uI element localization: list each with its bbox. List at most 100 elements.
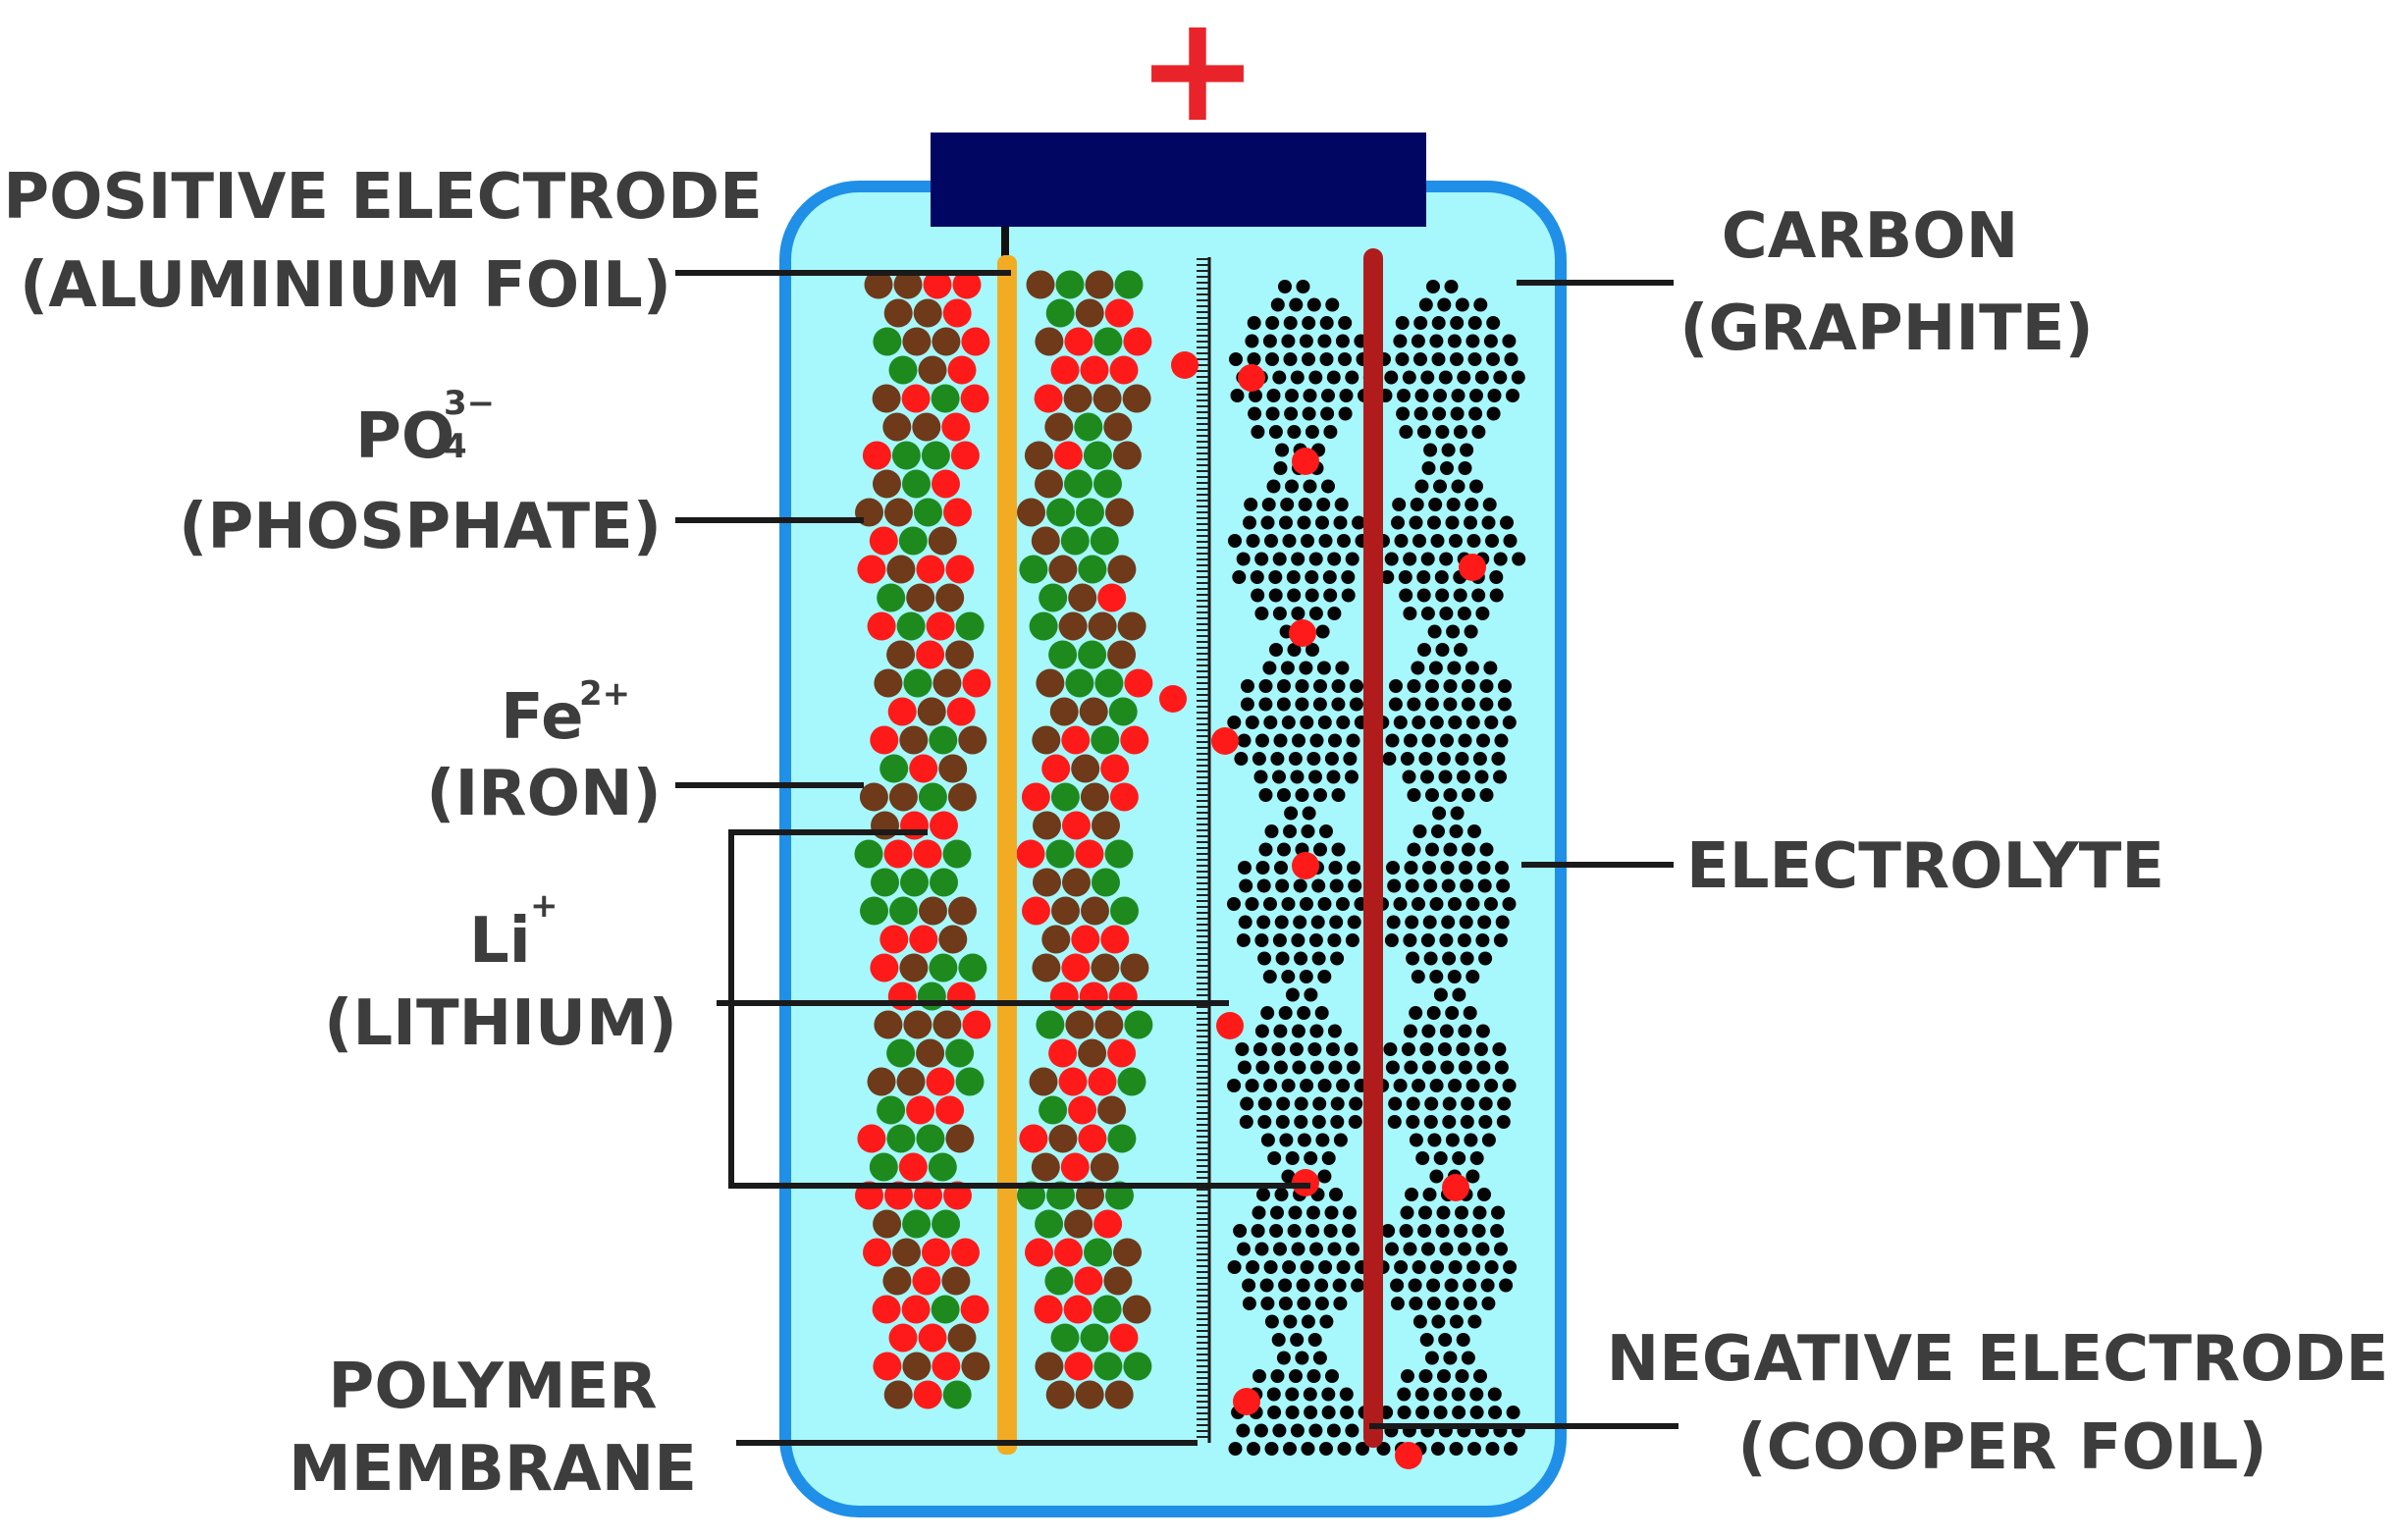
graphite-particle (1427, 1133, 1442, 1147)
graphite-particle (1285, 1387, 1300, 1402)
phosphate-particle (902, 469, 931, 499)
lithium-particle (1061, 725, 1091, 755)
graphite-particle (1297, 1006, 1311, 1020)
graphite-particle (1335, 661, 1350, 675)
lithium-particle (1123, 327, 1152, 356)
graphite-particle (1304, 1151, 1318, 1165)
lithium-ion (1292, 448, 1319, 475)
graphite-particle (1434, 570, 1449, 584)
graphite-particle (1465, 661, 1479, 675)
graphite-particle (1301, 534, 1314, 548)
graphite-particle (1348, 1115, 1362, 1129)
graphite-particle (1453, 425, 1467, 439)
lithium-particle (1104, 298, 1134, 328)
graphite-particle (1433, 1406, 1448, 1419)
graphite-particle (1234, 752, 1249, 766)
iron-particle (1104, 1380, 1134, 1409)
graphite-particle (1426, 280, 1440, 293)
lithium-particle (918, 1323, 947, 1353)
graphite-particle (1407, 842, 1421, 857)
graphite-particle (1433, 479, 1447, 494)
graphite-particle (1258, 788, 1273, 802)
graphite-particle (1291, 933, 1306, 947)
phosphate-particle (1055, 270, 1085, 299)
phosphate-particle (1019, 555, 1048, 584)
iron-particle (1032, 725, 1061, 755)
graphite-particle (1489, 570, 1504, 584)
phosphate-particle (1123, 1352, 1152, 1381)
lithium-particle (930, 811, 958, 840)
graphite-particle (1413, 406, 1428, 421)
graphite-particle (1401, 1042, 1415, 1056)
graphite-particle (1465, 1079, 1480, 1092)
lithium-particle (913, 839, 942, 869)
graphite-particle (1245, 716, 1259, 729)
graphite-particle (1290, 370, 1305, 385)
lithium-particle (935, 1095, 965, 1125)
graphite-particle (1281, 334, 1296, 348)
lithium-particle (922, 1238, 950, 1267)
graphite-particle (1388, 1096, 1403, 1111)
graphite-particle (1405, 878, 1419, 893)
graphite-particle (1265, 316, 1280, 330)
phosphate-particle (1092, 868, 1120, 897)
phosphate-particle (1093, 469, 1122, 499)
graphite-particle (1423, 1115, 1438, 1129)
graphite-particle (1305, 588, 1319, 603)
label-lithium-formula: Li (469, 905, 531, 978)
graphite-particle (1316, 498, 1331, 511)
label-membrane-line1: POLYMER (328, 1351, 657, 1423)
graphite-particle (1303, 389, 1317, 402)
graphite-particle (1395, 316, 1410, 330)
graphite-particle (1419, 1042, 1434, 1056)
iron-particle (1091, 953, 1120, 982)
graphite-particle (1464, 515, 1477, 530)
graphite-particle (1287, 643, 1302, 657)
graphite-particle (1450, 806, 1465, 821)
graphite-particle (1469, 389, 1483, 402)
graphite-particle (1326, 770, 1341, 784)
phosphate-particle (1124, 1010, 1153, 1039)
graphite-particle (1316, 661, 1331, 675)
graphite-particle (1272, 933, 1287, 947)
graphite-particle (1287, 425, 1302, 439)
graphite-particle (1232, 570, 1247, 584)
graphite-particle (1444, 1278, 1459, 1293)
graphite-particle (1274, 861, 1288, 875)
iron-particle (1090, 1152, 1119, 1182)
graphite-particle (1406, 951, 1420, 966)
graphite-particle (1270, 752, 1285, 766)
graphite-particle (1309, 1024, 1324, 1038)
phosphate-particle (869, 1152, 898, 1182)
graphite-particle (1412, 1079, 1426, 1092)
phosphate-particle (1107, 1124, 1137, 1153)
graphite-particle (1435, 588, 1450, 603)
graphite-particle (1272, 770, 1286, 784)
graphite-particle (1437, 1042, 1452, 1056)
lithium-particle (909, 754, 938, 783)
lithium-particle (912, 1266, 941, 1296)
graphite-particle (1463, 1006, 1477, 1020)
graphite-particle (1400, 752, 1414, 766)
graphite-particle (1479, 788, 1494, 802)
graphite-particle (1492, 1042, 1507, 1056)
graphite-particle (1493, 370, 1508, 385)
graphite-particle (1330, 951, 1345, 966)
graphite-particle (1458, 733, 1472, 748)
phosphate-particle (1078, 640, 1107, 669)
iron-particle (918, 355, 947, 385)
graphite-particle (1340, 1406, 1355, 1419)
phosphate-particle (1092, 1295, 1122, 1324)
plus-sign: + (1136, 0, 1259, 155)
graphite-particle (1323, 425, 1338, 439)
graphite-particle (1415, 1406, 1430, 1419)
graphite-particle (1346, 1060, 1360, 1075)
graphite-particle (1445, 1006, 1460, 1020)
graphite-particle (1456, 1333, 1470, 1347)
graphite-particle (1496, 1115, 1511, 1129)
graphite-particle (1347, 915, 1361, 929)
graphite-particle (1452, 987, 1466, 1002)
lithium-particle (943, 498, 972, 527)
graphite-particle (1313, 842, 1327, 857)
graphite-particle (1445, 1133, 1460, 1147)
